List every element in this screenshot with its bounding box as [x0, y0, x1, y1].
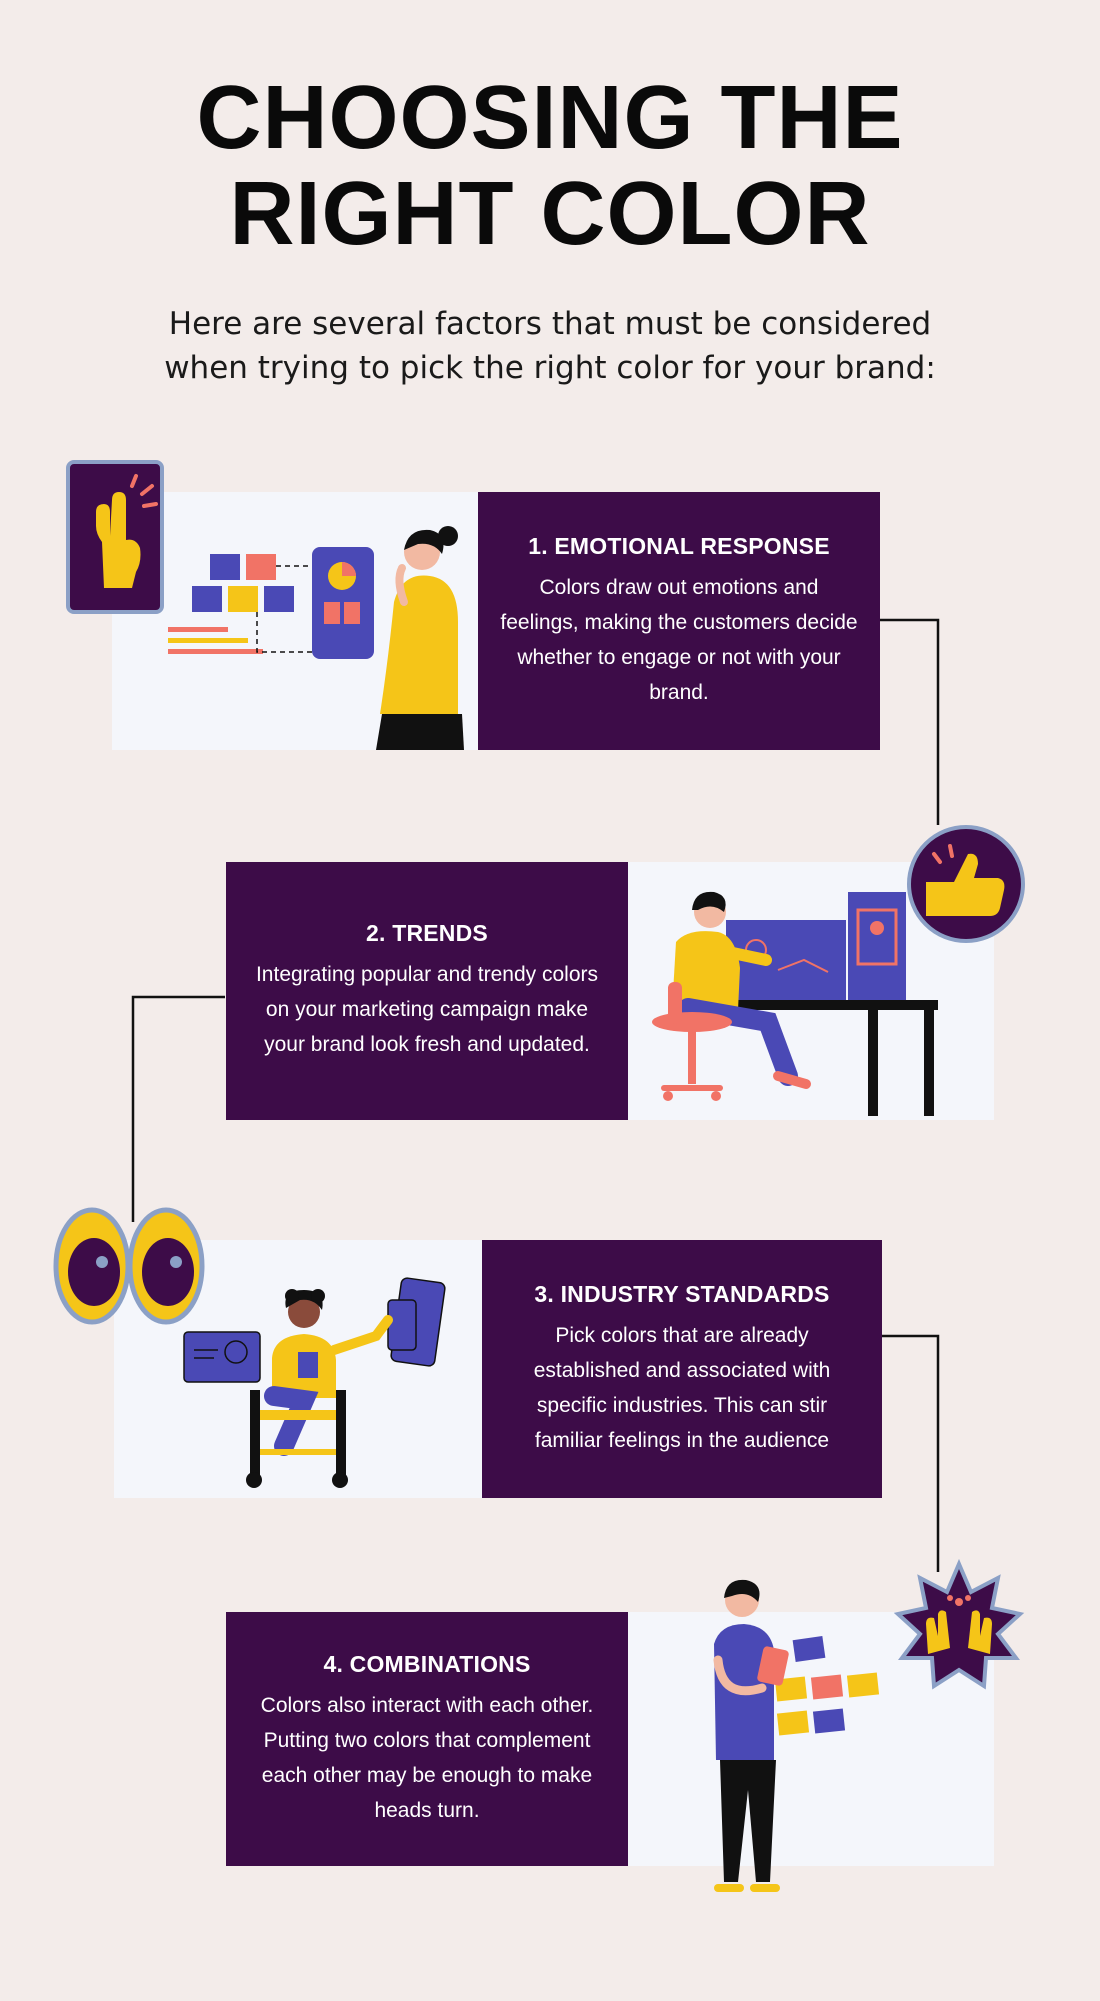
section-1-text-panel: 1. EMOTIONAL RESPONSE Colors draw out em… — [478, 492, 880, 750]
section-3-heading: 3. INDUSTRY STANDARDS — [534, 1280, 830, 1307]
subtitle-line-1: Here are several factors that must be co… — [168, 306, 932, 342]
woman-with-tablet-illustration — [774, 1636, 880, 1736]
woman-dashboard-illustration — [168, 526, 464, 750]
subtitle-line-2: when trying to pick the right color for … — [164, 350, 936, 386]
standing-woman-figure — [713, 1579, 789, 1892]
section-4-heading: 4. COMBINATIONS — [323, 1650, 531, 1677]
designer-at-desk-illustration — [652, 891, 938, 1116]
section-1-heading: 1. EMOTIONAL RESPONSE — [528, 532, 830, 559]
section-1-illustration-panel — [112, 492, 478, 750]
wheelchair-user-illustration — [183, 1277, 446, 1488]
eyes-icon — [53, 1207, 205, 1325]
raised-hands-icon — [893, 1558, 1025, 1690]
hand-snap-icon — [66, 460, 164, 614]
page-subtitle: Here are several factors that must be co… — [0, 302, 1100, 390]
section-4-illustration-panel — [628, 1612, 994, 1866]
page-title: CHOOSING THE RIGHT COLOR — [0, 70, 1100, 262]
title-line-1: CHOOSING THE — [196, 68, 904, 168]
title-line-2: RIGHT COLOR — [229, 164, 871, 264]
section-1-body: Colors draw out emotions and feelings, m… — [500, 575, 858, 704]
section-2-text-panel: 2. TRENDS Integrating popular and trendy… — [226, 862, 628, 1120]
section-3-text-panel: 3. INDUSTRY STANDARDS Pick colors that a… — [482, 1240, 882, 1498]
section-4-body: Colors also interact with each other. Pu… — [260, 1693, 594, 1822]
section-3-body: Pick colors that are already established… — [533, 1323, 831, 1452]
section-2-heading: 2. TRENDS — [366, 920, 488, 946]
section-2-body: Integrating popular and trendy colors on… — [255, 963, 599, 1056]
thumbs-up-icon — [907, 825, 1025, 943]
section-4-text-panel: 4. COMBINATIONS Colors also interact wit… — [226, 1612, 628, 1866]
